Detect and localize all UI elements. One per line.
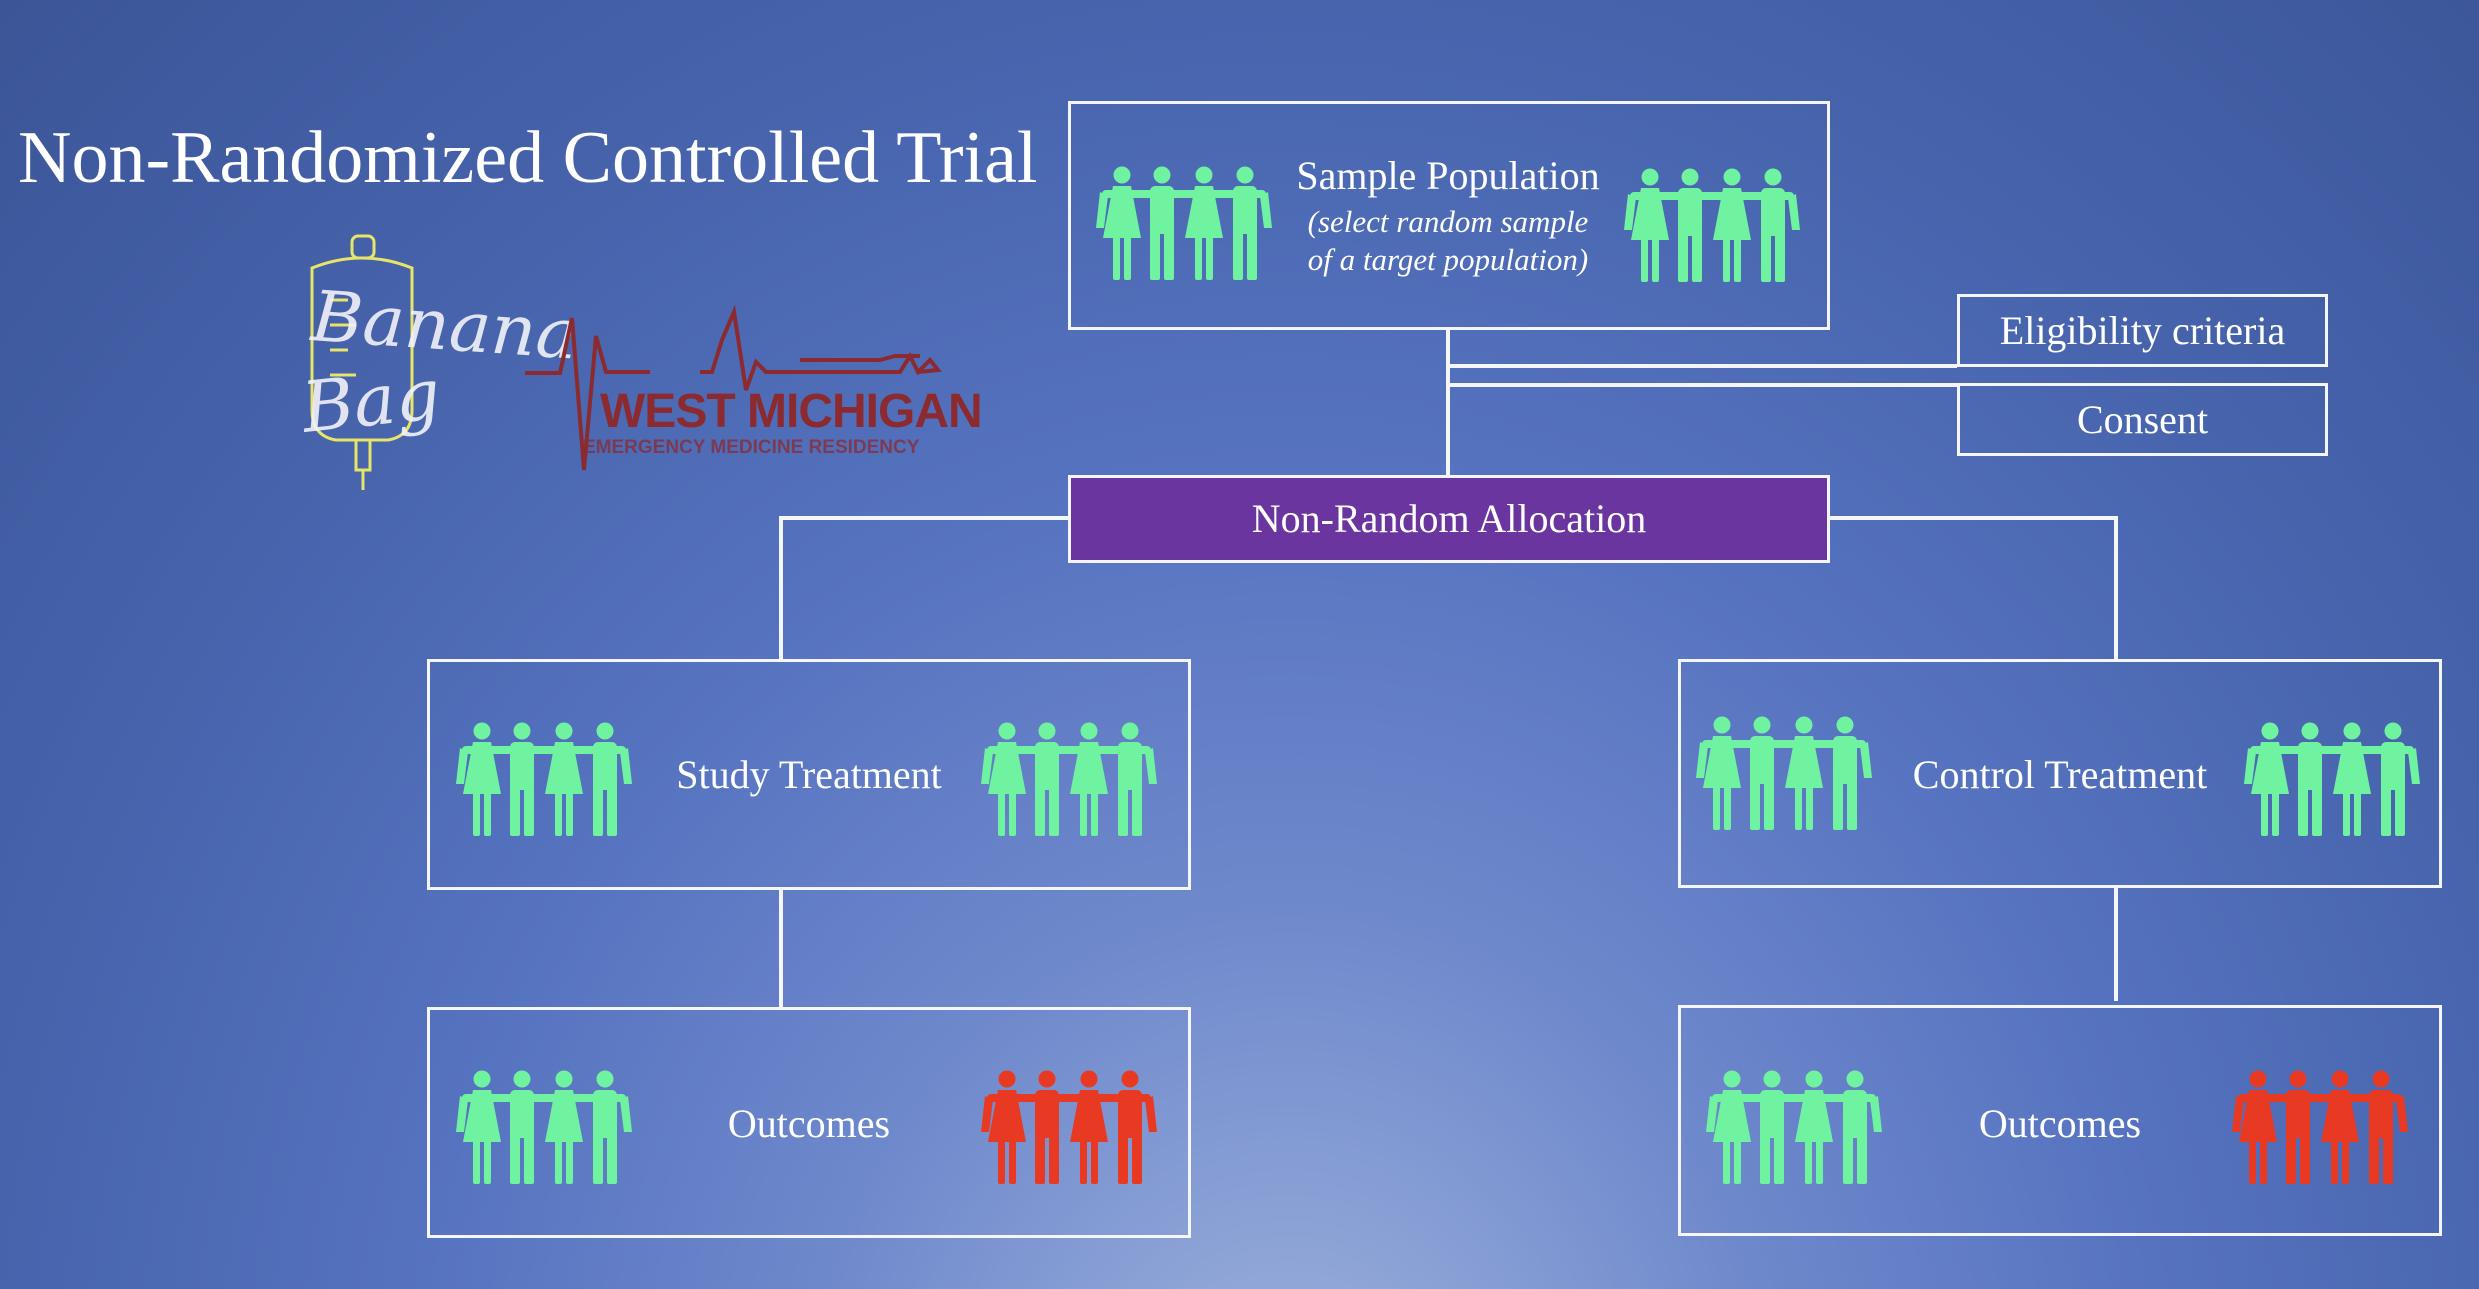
eligibility-criteria-label: Eligibility criteria — [1999, 308, 2286, 353]
page-title: Non-Randomized Controlled Trial — [18, 117, 1038, 199]
ecg-line-tail — [800, 354, 920, 362]
study-outcomes-label: Outcomes — [727, 1101, 891, 1146]
study-treatment-label: Study Treatment — [676, 752, 942, 797]
eligibility-criteria-box — [1957, 294, 2328, 367]
sample-population-label: Sample Population — [1296, 153, 1600, 198]
people-group-icon — [456, 722, 632, 836]
people-group-icon — [981, 1070, 1157, 1184]
people-group-icon — [2232, 1070, 2408, 1184]
ecg-line-icon — [525, 304, 942, 471]
control-treatment-box — [1678, 659, 2442, 888]
people-group-icon — [981, 722, 1157, 836]
west-michigan-logo-subtext: EMERGENCY MEDICINE RESIDENCY — [583, 437, 920, 458]
sample-population-note-2: of a target population) — [1307, 242, 1589, 277]
people-group-icon — [1706, 1070, 1882, 1184]
people-group-icon — [456, 1070, 632, 1184]
control-outcomes-label: Outcomes — [1978, 1101, 2142, 1146]
consent-label: Consent — [2076, 397, 2209, 442]
sample-population-box — [1068, 101, 1830, 330]
sample-population-note-1: (select random sample — [1307, 204, 1589, 239]
allocation-box — [1068, 475, 1830, 563]
banana-bag-logo-text-1: Banana — [307, 275, 581, 376]
banana-bag-logo-text-2: Bag — [296, 353, 444, 449]
people-group-icon — [2244, 722, 2420, 836]
people-group-icon — [1096, 166, 1272, 280]
study-outcomes-box — [427, 1007, 1191, 1238]
west-michigan-logo-text: WEST MICHIGAN — [600, 385, 982, 438]
control-outcomes-box — [1678, 1005, 2442, 1236]
people-group-icon — [1696, 716, 1872, 830]
study-treatment-box — [427, 659, 1191, 890]
consent-box — [1957, 383, 2328, 456]
iv-bag-icon — [310, 234, 414, 490]
allocation-label: Non-Random Allocation — [1251, 496, 1647, 541]
control-treatment-label: Control Treatment — [1912, 752, 2208, 797]
people-group-icon — [1624, 168, 1800, 282]
